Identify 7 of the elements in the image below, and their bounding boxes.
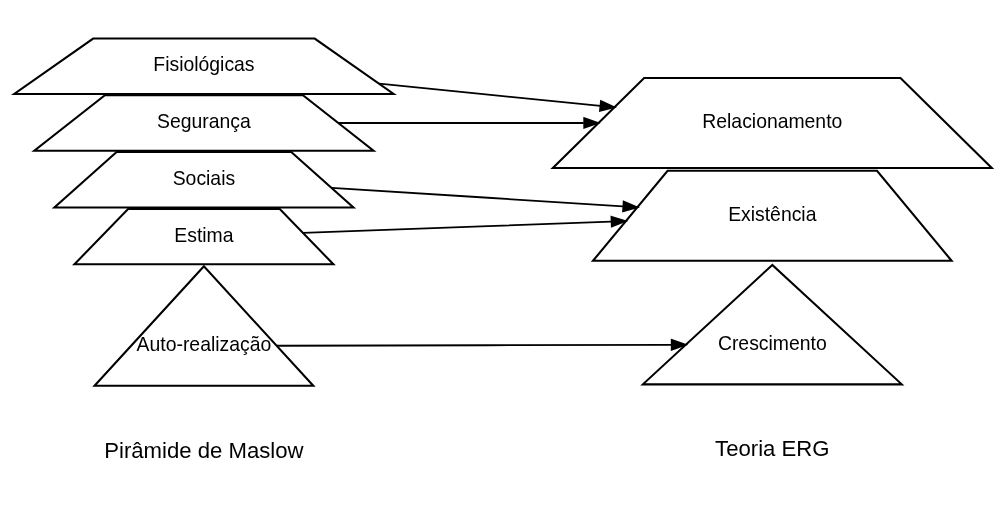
arrow (378, 82, 617, 112)
arrow (337, 116, 601, 130)
arrow (276, 338, 689, 351)
arrow (302, 215, 629, 234)
arrow (330, 186, 640, 213)
label: Pirâmide de Maslow (104, 437, 304, 463)
label: Teoria ERG (715, 436, 830, 462)
